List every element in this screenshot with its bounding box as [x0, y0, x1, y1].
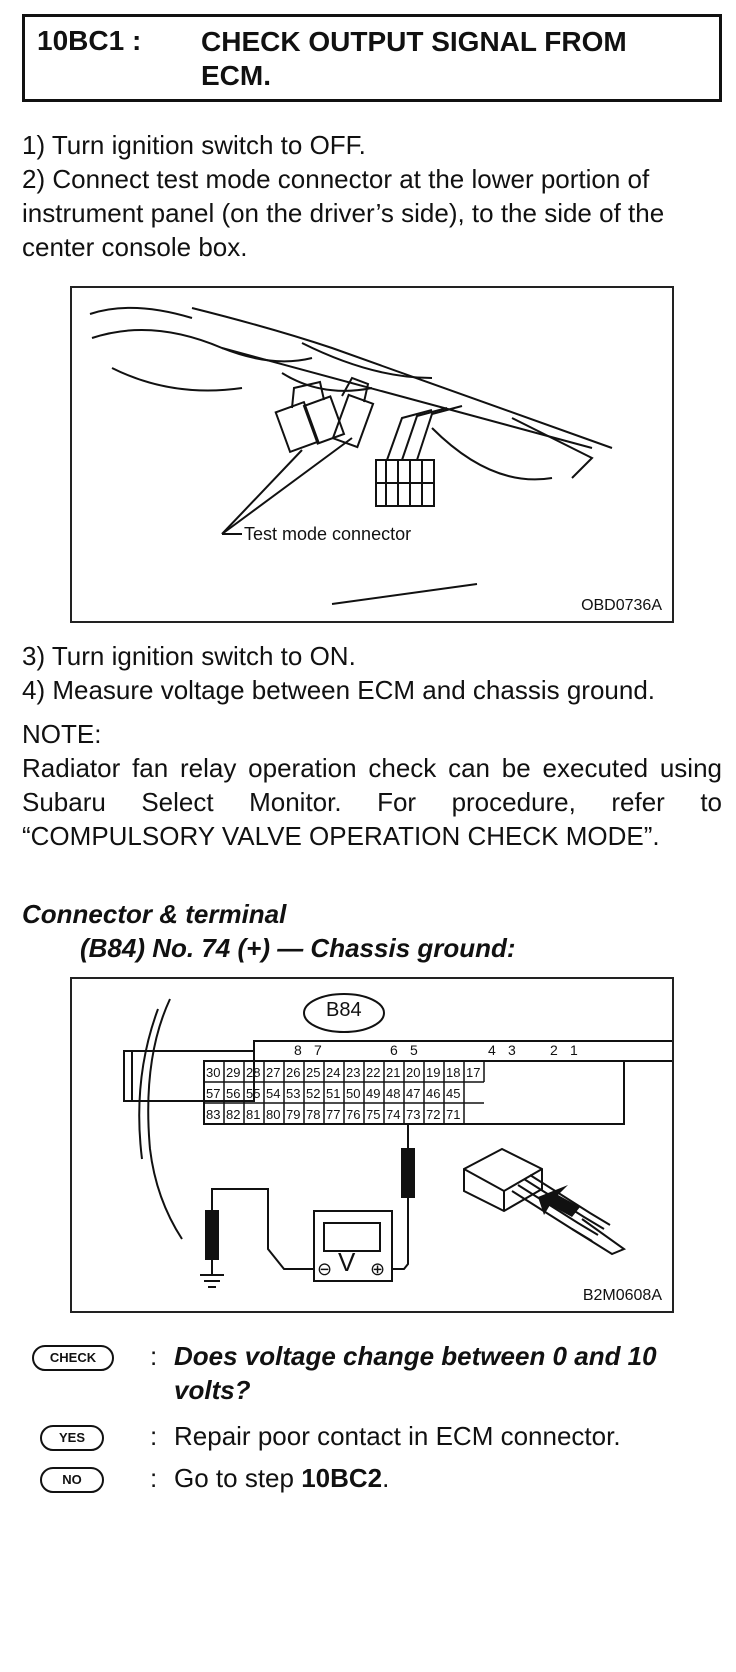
- pin-45: 45: [446, 1086, 460, 1101]
- no-colon: :: [150, 1463, 158, 1493]
- pin-5: 5: [410, 1042, 418, 1058]
- pin-3: 3: [508, 1042, 516, 1058]
- pin-50: 50: [346, 1086, 360, 1101]
- connector-top-row: 8 7 6 5 4 3 2 1: [254, 1042, 678, 1061]
- pin-52: 52: [306, 1086, 320, 1101]
- no-badge: NO: [40, 1467, 104, 1493]
- figure-test-mode-connector: Test mode connector OBD0736A: [70, 286, 674, 623]
- pin-54: 54: [266, 1086, 280, 1101]
- pin-18: 18: [446, 1065, 460, 1080]
- pin-81: 81: [246, 1107, 260, 1122]
- pin-57: 57: [206, 1086, 220, 1101]
- pin-21: 21: [386, 1065, 400, 1080]
- pin-29: 29: [226, 1065, 240, 1080]
- pin-71: 71: [446, 1107, 460, 1122]
- connector-id: B84: [326, 999, 362, 1021]
- no-answer-suffix: .: [382, 1463, 390, 1493]
- pin-27: 27: [266, 1065, 280, 1080]
- pin-77: 77: [326, 1107, 340, 1122]
- pin-49: 49: [366, 1086, 380, 1101]
- test-mode-connector-illustration: [89, 306, 613, 605]
- pin-7: 7: [314, 1042, 322, 1058]
- step-header: 10BC1 : CHECK OUTPUT SIGNAL FROM ECM.: [22, 14, 722, 102]
- document-page: 10BC1 : CHECK OUTPUT SIGNAL FROM ECM. 1)…: [22, 14, 722, 1503]
- pin-74: 74: [386, 1107, 400, 1122]
- pin-30: 30: [206, 1065, 220, 1080]
- no-answer: Go to step 10BC2.: [174, 1461, 714, 1495]
- note-text: Radiator fan relay operation check can b…: [22, 753, 722, 851]
- pin-48: 48: [386, 1086, 400, 1101]
- no-answer-prefix: Go to step: [174, 1463, 302, 1493]
- figure2-code: B2M0608A: [582, 1287, 662, 1304]
- voltmeter-negative-icon: ⊖: [317, 1259, 333, 1279]
- check-colon: :: [150, 1341, 158, 1371]
- step-title: CHECK OUTPUT SIGNAL FROM ECM.: [201, 26, 627, 91]
- note-section: NOTE: Radiator fan relay operation check…: [22, 717, 722, 853]
- pin-47: 47: [406, 1086, 420, 1101]
- pin-55: 55: [246, 1086, 260, 1101]
- step-code: 10BC1 :: [37, 25, 142, 56]
- qa-section: CHECK : Does voltage change between 0 an…: [22, 1339, 722, 1503]
- next-step-link[interactable]: 10BC2: [301, 1463, 383, 1493]
- connector-spec: (B84) No. 74 (+) — Chassis ground:: [80, 933, 516, 963]
- pin-2: 2: [550, 1042, 558, 1058]
- figure1-label: Test mode connector: [244, 524, 412, 544]
- check-question: Does voltage change between 0 and 10 vol…: [174, 1341, 657, 1405]
- pin-72: 72: [426, 1107, 440, 1122]
- check-row: CHECK : Does voltage change between 0 an…: [22, 1339, 722, 1413]
- step-4: 4) Measure voltage between ECM and chass…: [22, 675, 656, 705]
- yes-answer: Repair poor contact in ECM connector.: [174, 1421, 621, 1451]
- connector-heading: Connector & terminal: [22, 899, 287, 929]
- yes-colon: :: [150, 1421, 158, 1451]
- pin-17: 17: [466, 1065, 480, 1080]
- pin-1: 1: [570, 1042, 578, 1058]
- pin-53: 53: [286, 1086, 300, 1101]
- steps-3-4: 3) Turn ignition switch to ON. 4) Measur…: [22, 639, 722, 707]
- pin-8: 8: [294, 1042, 302, 1058]
- pin-46: 46: [426, 1086, 440, 1101]
- step-3: 3) Turn ignition switch to ON.: [22, 641, 356, 671]
- pin-20: 20: [406, 1065, 420, 1080]
- pin-76: 76: [346, 1107, 360, 1122]
- pin-73: 73: [406, 1107, 420, 1122]
- pin-78: 78: [306, 1107, 320, 1122]
- pin-24: 24: [326, 1065, 340, 1080]
- pin-25: 25: [306, 1065, 320, 1080]
- voltmeter-symbol: V: [338, 1247, 356, 1277]
- note-heading: NOTE:: [22, 719, 102, 749]
- check-badge: CHECK: [32, 1345, 114, 1371]
- pin-22: 22: [366, 1065, 380, 1080]
- pin-79: 79: [286, 1107, 300, 1122]
- pin-83: 83: [206, 1107, 220, 1122]
- step-1: 1) Turn ignition switch to OFF.: [22, 130, 366, 160]
- connector-section: Connector & terminal (B84) No. 74 (+) — …: [22, 897, 722, 965]
- pin-6: 6: [390, 1042, 398, 1058]
- pin-75: 75: [366, 1107, 380, 1122]
- yes-row: YES : Repair poor contact in ECM connect…: [22, 1419, 722, 1461]
- pin-82: 82: [226, 1107, 240, 1122]
- pin-80: 80: [266, 1107, 280, 1122]
- pin-51: 51: [326, 1086, 340, 1101]
- pin-56: 56: [226, 1086, 240, 1101]
- pin-19: 19: [426, 1065, 440, 1080]
- pin-4: 4: [488, 1042, 496, 1058]
- pin-23: 23: [346, 1065, 360, 1080]
- step-2: 2) Connect test mode connector at the lo…: [22, 164, 665, 262]
- steps-1-2: 1) Turn ignition switch to OFF. 2) Conne…: [22, 128, 722, 264]
- figure1-code: OBD0736A: [581, 597, 662, 614]
- pin-26: 26: [286, 1065, 300, 1080]
- pin-28: 28: [246, 1065, 260, 1080]
- no-row: NO : Go to step 10BC2.: [22, 1461, 722, 1503]
- voltmeter-positive-icon: ⊕: [370, 1259, 386, 1279]
- yes-badge: YES: [40, 1425, 104, 1451]
